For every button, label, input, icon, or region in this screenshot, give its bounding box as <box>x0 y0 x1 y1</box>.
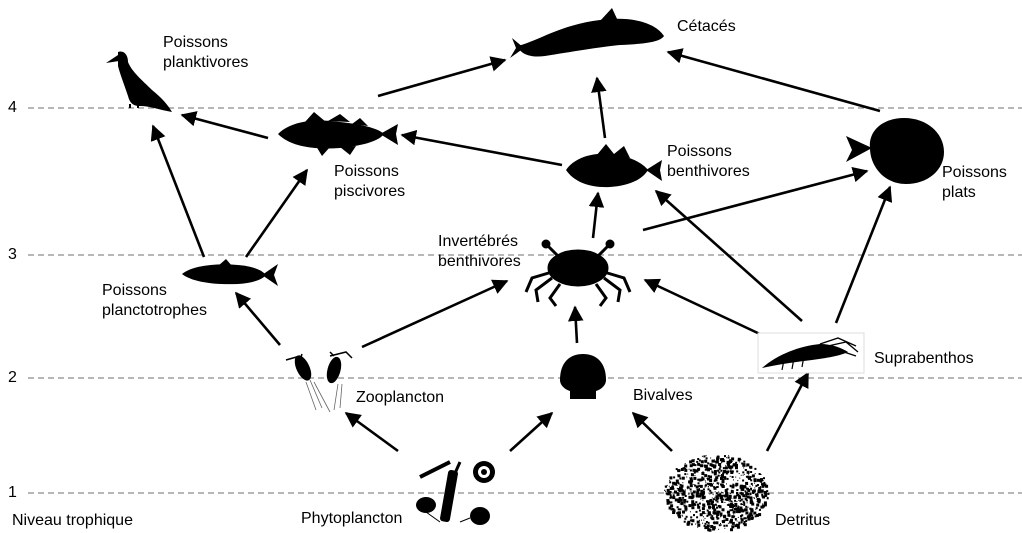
link-piscivores-cetaces <box>377 56 507 98</box>
label-poissons-planktivores: Poissons planktivores <box>163 34 249 71</box>
link-suprabenthos-plats <box>834 185 893 324</box>
label-suprabenthos: Suprabenthos <box>874 350 974 367</box>
label-bivalves: Bivalves <box>633 387 693 404</box>
planctotrophic-fish-silhouette <box>182 259 278 286</box>
label-poissons-plats: Poissons plats <box>942 164 1007 201</box>
link-bivalves-invertebres <box>567 305 584 344</box>
trophic-links <box>150 48 893 453</box>
label-poissons-benthivores: Poissons benthivores <box>667 143 750 180</box>
label-cetaces: Cétacés <box>677 18 736 35</box>
benthivorous-fish-silhouette <box>566 144 662 188</box>
link-benthivores-cetaces <box>591 76 607 139</box>
link-planctotrophes-piscivores <box>244 168 309 258</box>
detritus-silhouette <box>664 455 770 532</box>
axis-title: Niveau trophique <box>12 512 133 529</box>
bivalve-silhouette <box>560 354 606 399</box>
level-tick-4: 4 <box>8 99 17 116</box>
label-detritus: Detritus <box>775 512 831 529</box>
link-phyto-zoo <box>344 411 399 453</box>
link-planctotrophes-planktivores <box>150 124 206 258</box>
seabird-silhouette <box>106 51 172 112</box>
link-zoo-invertebres <box>361 279 509 349</box>
link-phyto-bivalves <box>509 411 554 452</box>
label-poissons-piscivores: Poissons piscivores <box>334 163 406 200</box>
label-phytoplancton: Phytoplancton <box>301 510 403 527</box>
link-detritus-bivalves <box>631 411 673 452</box>
link-zoo-planctotrophes <box>234 291 281 346</box>
link-piscivores-planktivores <box>180 111 269 140</box>
crab-silhouette <box>524 239 632 307</box>
label-zooplancton: Zooplancton <box>356 389 445 406</box>
piscivorous-fish-silhouette <box>278 112 398 156</box>
label-invertebres-benthivores: Invertébrés benthivores <box>438 233 521 270</box>
cetacean-silhouette <box>510 8 664 58</box>
zooplankton-silhouette <box>285 351 353 413</box>
label-poissons-planctotrophes: Poissons planctotrophes <box>102 282 207 319</box>
link-suprabenthos-invertebres <box>643 278 763 337</box>
level-tick-2: 2 <box>8 369 17 386</box>
level-tick-3: 3 <box>8 246 17 263</box>
trophic-gridlines <box>28 107 1022 494</box>
level-tick-1: 1 <box>8 484 17 501</box>
phytoplankton-silhouette <box>416 460 495 525</box>
link-invertebres-benthivores <box>588 191 605 239</box>
link-detritus-suprabenthos <box>765 371 810 452</box>
link-invertebres-plats <box>642 167 869 232</box>
link-plats-cetaces <box>666 48 881 113</box>
link-benthivores-piscivores <box>400 129 563 167</box>
link-suprabenthos-benthivores <box>654 189 803 322</box>
suprabenthos-silhouette <box>757 332 865 374</box>
flatfish-silhouette <box>846 118 944 184</box>
